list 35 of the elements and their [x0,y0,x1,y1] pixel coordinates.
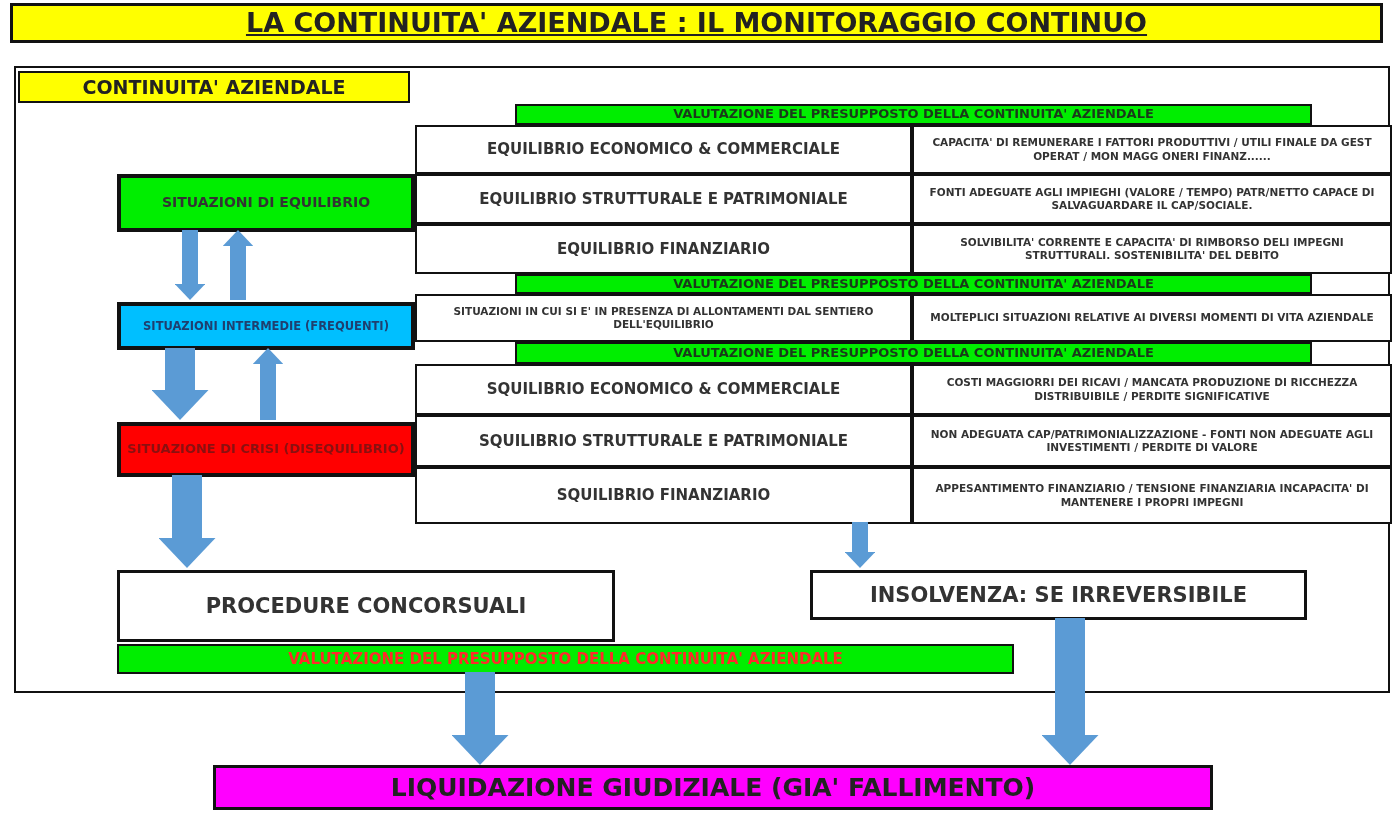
block-arrow [844,522,876,568]
outcome-box: LIQUIDAZIONE GIUDIZIALE (GIA' FALLIMENTO) [213,765,1213,810]
title-banner: LA CONTINUITA' AZIENDALE : IL MONITORAGGIO CONTINUO [10,3,1383,43]
condition-cell: EQUILIBRIO FINANZIARIO [415,224,912,274]
condition-cell: SQUILIBRIO STRUTTURALE E PATRIMONIALE [415,415,912,467]
assessment-banner: VALUTAZIONE DEL PRESUPPOSTO DELLA CONTINUITA' AZIENDALE [117,644,1014,674]
block-arrow [174,230,206,300]
assessment-banner: VALUTAZIONE DEL PRESUPPOSTO DELLA CONTINUITA' AZIENDALE [515,342,1312,364]
assessment-banner: VALUTAZIONE DEL PRESUPPOSTO DELLA CONTINUITA' AZIENDALE [515,274,1312,294]
state-box: SITUAZIONI INTERMEDIE (FREQUENTI) [117,302,415,350]
description-cell: NON ADEGUATA CAP/PATRIMONIALIZZAZIONE - FONTI NON ADEGUATE AGLI INVESTIMENTI / PERDITE DI VALORE [912,415,1392,467]
description-cell: MOLTEPLICI SITUAZIONI RELATIVE AI DIVERSI MOMENTI DI VITA AZIENDALE [912,294,1392,342]
block-arrow [1041,618,1099,765]
block-arrow [151,348,209,420]
condition-cell: SQUILIBRIO FINANZIARIO [415,467,912,524]
process-box: PROCEDURE CONCORSUALI [117,570,615,642]
description-cell: FONTI ADEGUATE AGLI IMPIEGHI (VALORE / TEMPO) PATR/NETTO CAPACE DI SALVAGUARDARE IL CAP/SOCIALE. [912,174,1392,224]
block-arrow [451,672,509,765]
description-cell: SITUAZIONI IN CUI SI E' IN PRESENZA DI ALLONTAMENTI DAL SENTIERO DELL'EQUILIBRIO [415,294,912,342]
process-box: INSOLVENZA: SE IRREVERSIBILE [810,570,1307,620]
state-box: SITUAZIONE DI CRISI (DISEQUILIBRIO) [117,422,415,477]
condition-cell: EQUILIBRIO STRUTTURALE E PATRIMONIALE [415,174,912,224]
block-arrow [252,348,284,420]
frame-panel [14,66,1390,693]
description-cell: COSTI MAGGIORRI DEI RICAVI / MANCATA PRODUZIONE DI RICCHEZZA DISTRIBUIBILE / PERDITE SIGNIFICATIVE [912,364,1392,415]
description-cell: APPESANTIMENTO FINANZIARIO / TENSIONE FINANZIARIA INCAPACITA' DI MANTENERE I PROPRI IMPEGNI [912,467,1392,524]
condition-cell: SQUILIBRIO ECONOMICO & COMMERCIALE [415,364,912,415]
description-cell: CAPACITA' DI REMUNERARE I FATTORI PRODUTTIVI / UTILI FINALE DA GEST OPERAT / MON MAGG ONERI FINANZ...... [912,125,1392,174]
description-cell: SOLVIBILITA' CORRENTE E CAPACITA' DI RIMBORSO DELI IMPEGNI STRUTTURALI. SOSTENIBILITA' DEL DEBITO [912,224,1392,274]
section-heading: CONTINUITA' AZIENDALE [18,71,410,103]
block-arrow [222,230,254,300]
block-arrow [158,475,216,568]
state-box: SITUAZIONI DI EQUILIBRIO [117,174,415,232]
assessment-banner: VALUTAZIONE DEL PRESUPPOSTO DELLA CONTINUITA' AZIENDALE [515,104,1312,125]
condition-cell: EQUILIBRIO ECONOMICO & COMMERCIALE [415,125,912,174]
